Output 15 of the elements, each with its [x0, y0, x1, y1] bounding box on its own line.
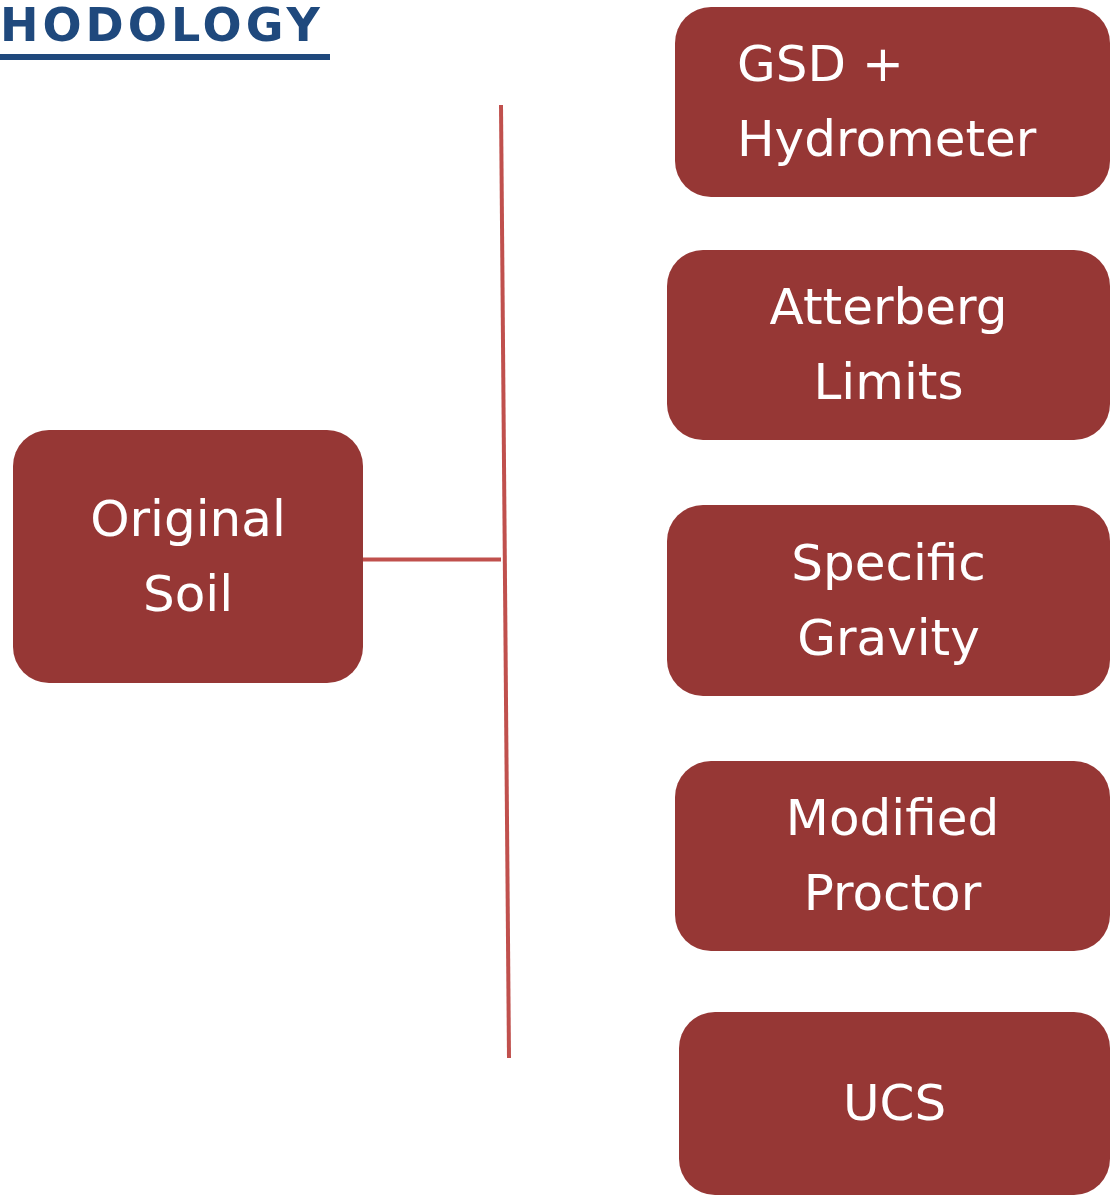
vertical-bar-line — [499, 105, 511, 1058]
box-label: Specific Gravity — [790, 532, 987, 669]
box-label: GSD + Hydrometer — [737, 34, 1038, 170]
title: HODOLOGY — [0, 2, 330, 60]
box-label: Modified Proctor — [784, 788, 1001, 924]
box-label: UCS — [842, 1073, 947, 1134]
box-label: Atterberg Limits — [768, 277, 1009, 413]
process-box — [675, 7, 1110, 197]
connector-line — [363, 557, 501, 562]
process-box — [667, 250, 1110, 440]
box-label: Original Soil — [89, 488, 287, 625]
process-box — [675, 761, 1110, 951]
process-box — [13, 430, 363, 683]
process-box — [667, 505, 1110, 696]
process-box — [679, 1012, 1110, 1195]
